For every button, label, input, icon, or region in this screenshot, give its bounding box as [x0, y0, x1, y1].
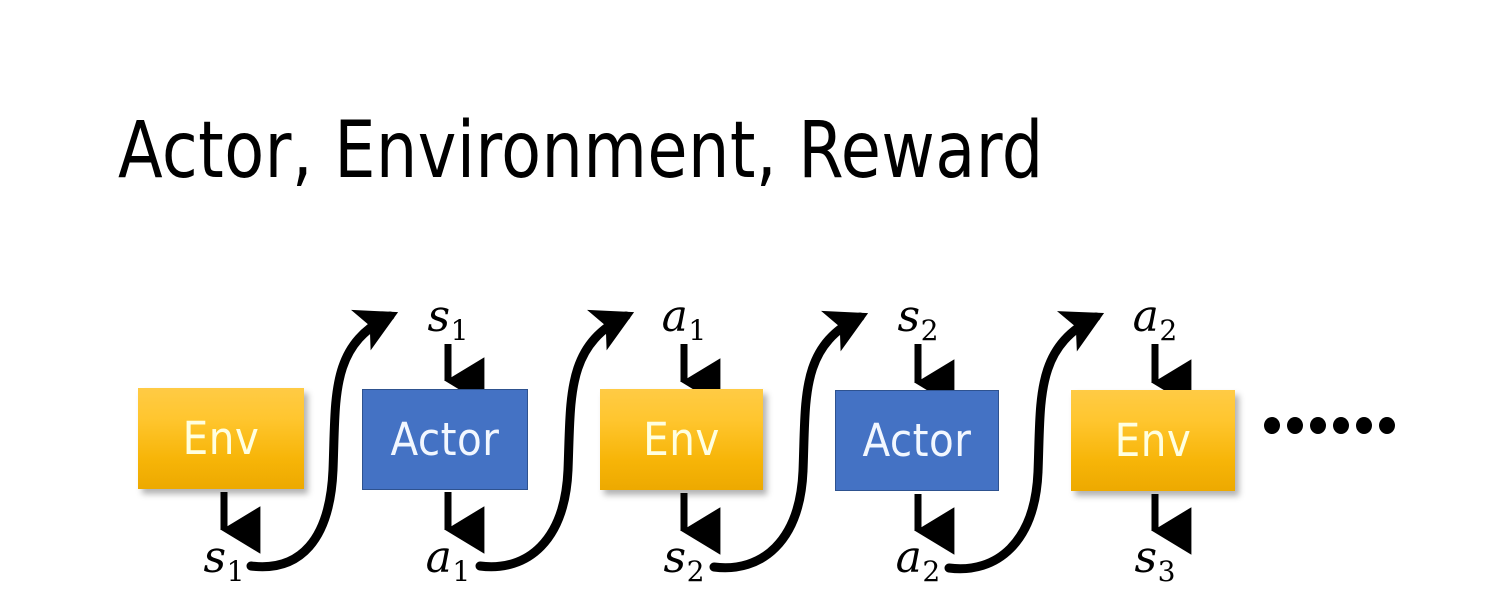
var-s: s: [897, 290, 921, 342]
subscript-1: 1: [452, 554, 471, 588]
ellipsis-dot: [1310, 417, 1326, 434]
ellipsis-dot: [1379, 417, 1395, 434]
arrow-box-to-label-group: [220, 492, 1192, 555]
subscript-2: 2: [920, 313, 939, 347]
arrow-label-to-box-group: [444, 344, 1192, 407]
var-a: a: [1132, 290, 1159, 342]
label-state-s3-bottom: s3: [1134, 535, 1176, 588]
ellipsis-dot: [1333, 417, 1349, 434]
node-env-1[interactable]: Env: [138, 388, 304, 489]
node-actor-2[interactable]: Actor: [835, 390, 999, 491]
var-a: a: [895, 531, 922, 583]
var-s: s: [203, 531, 227, 583]
var-s: s: [427, 290, 451, 342]
subscript-1: 1: [226, 554, 245, 588]
node-actor-1[interactable]: Actor: [362, 389, 528, 490]
node-env-3-label: Env: [1114, 414, 1192, 467]
label-action-a1-top: a1: [662, 294, 707, 347]
label-state-s2-bottom: s2: [663, 535, 705, 588]
node-env-2-label: Env: [643, 413, 720, 466]
page-title: Actor, Environment, Reward: [118, 106, 1044, 196]
ellipsis-dot: [1356, 417, 1372, 434]
var-a: a: [425, 531, 452, 583]
var-a: a: [661, 290, 688, 342]
node-env-2[interactable]: Env: [600, 389, 763, 490]
continuation-ellipsis: [1264, 417, 1395, 434]
ellipsis-dot: [1287, 417, 1303, 434]
ellipsis-dot: [1264, 417, 1280, 434]
subscript-2: 2: [1159, 313, 1178, 347]
node-actor-1-label: Actor: [390, 413, 500, 466]
label-state-s2-top: s2: [897, 294, 939, 347]
label-action-a2-bottom: a2: [896, 535, 941, 588]
node-actor-2-label: Actor: [862, 414, 972, 467]
var-s: s: [1134, 531, 1158, 583]
subscript-3: 3: [1157, 554, 1176, 588]
subscript-2: 2: [686, 554, 705, 588]
label-state-s1-top: s1: [427, 294, 469, 347]
var-s: s: [663, 531, 687, 583]
subscript-2: 2: [922, 554, 941, 588]
subscript-1: 1: [688, 313, 707, 347]
label-action-a1-bottom: a1: [426, 535, 471, 588]
label-state-s1-bottom: s1: [203, 535, 245, 588]
subscript-1: 1: [450, 313, 469, 347]
node-env-1-label: Env: [182, 412, 260, 465]
node-env-3[interactable]: Env: [1071, 390, 1235, 491]
label-action-a2-top: a2: [1133, 294, 1178, 347]
